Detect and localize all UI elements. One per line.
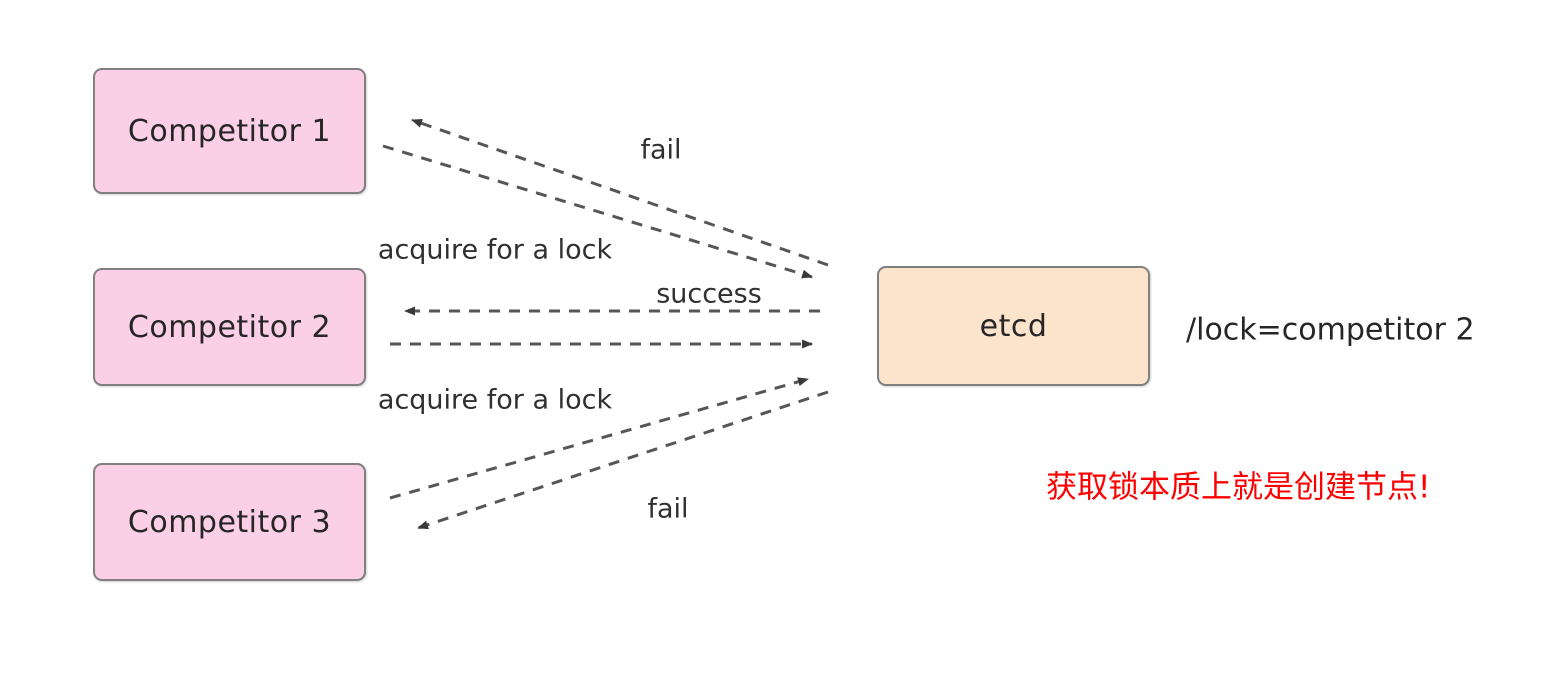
node-competitor-2-label: Competitor 2 — [127, 309, 332, 345]
node-competitor-1-label: Competitor 1 — [127, 113, 332, 149]
edge-label-acquire-bottom: acquire for a lock — [377, 384, 613, 416]
node-competitor-3-label: Competitor 3 — [127, 504, 332, 540]
node-etcd-label: etcd — [979, 308, 1048, 344]
edge-label-success: success — [656, 278, 762, 310]
edge-label-fail-top: fail — [640, 134, 682, 166]
edge-label-acquire-top: acquire for a lock — [377, 234, 613, 266]
note-lock-key: /lock=competitor 2 — [1186, 312, 1475, 348]
node-etcd[interactable]: etcd — [877, 266, 1150, 386]
node-competitor-1[interactable]: Competitor 1 — [93, 68, 366, 194]
node-competitor-2[interactable]: Competitor 2 — [93, 268, 366, 386]
node-competitor-3[interactable]: Competitor 3 — [93, 463, 366, 581]
edge-label-fail-bottom: fail — [647, 493, 689, 525]
edge-competitor1-request — [382, 144, 813, 279]
note-chinese-highlight: 获取锁本质上就是创建节点! — [1046, 469, 1431, 506]
edge-competitor3-request — [389, 377, 809, 500]
edge-competitor1-fail-response — [411, 118, 829, 267]
